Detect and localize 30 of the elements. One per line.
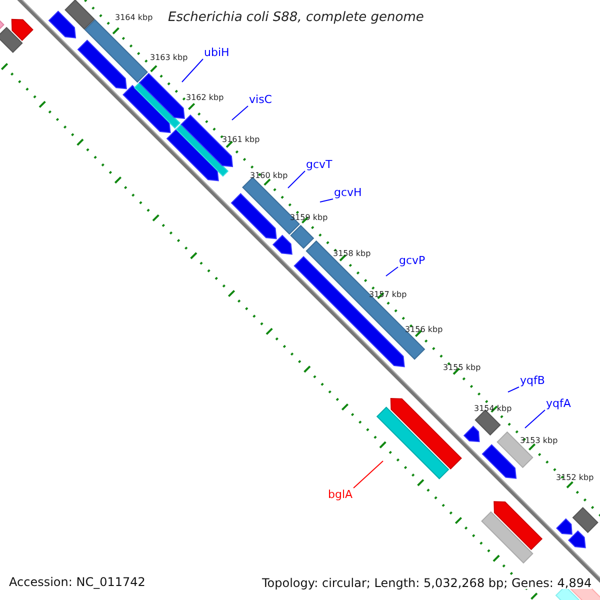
gene-label: yqfA: [545, 397, 572, 410]
position-tick-label: 3155 kbp: [443, 364, 481, 372]
position-tick-label: 3161 kbp: [222, 136, 260, 144]
gene-label: visC: [248, 93, 273, 106]
leader-line: [182, 58, 204, 82]
position-tick-label: 3163 kbp: [150, 54, 188, 62]
gene-label: ubiH: [203, 46, 230, 59]
leader-line: [232, 106, 248, 120]
leader-line: [353, 460, 384, 488]
map-title: Escherichia coli S88, complete genome: [168, 11, 424, 24]
position-tick-label: 3156 kbp: [405, 326, 443, 334]
gene-label: yqfB: [519, 374, 546, 387]
position-tick-label: 3158 kbp: [333, 250, 371, 258]
leader-line: [288, 170, 306, 188]
position-tick-label: 3162 kbp: [186, 94, 224, 102]
leader-line: [386, 266, 398, 276]
gene-label: gcvT: [305, 158, 334, 171]
accession-text: Accession: NC_011742: [9, 576, 146, 588]
leader-line: [508, 386, 520, 392]
gene-label: gcvH: [333, 186, 363, 199]
position-tick-label: 3153 kbp: [520, 437, 558, 445]
gene-label: gcvP: [398, 254, 426, 267]
position-tick-label: 3152 kbp: [556, 474, 594, 482]
leader-line: [320, 198, 334, 202]
genome-summary-text: Topology: circular; Length: 5,032,268 bp; Genes: 4,894: [262, 577, 592, 589]
gene-label: bglA: [327, 488, 354, 501]
leader-line: [524, 410, 546, 428]
position-tick-label: 3164 kbp: [115, 14, 153, 22]
position-tick-label: 3154 kbp: [474, 405, 512, 413]
position-tick-label: 3160 kbp: [250, 172, 288, 180]
